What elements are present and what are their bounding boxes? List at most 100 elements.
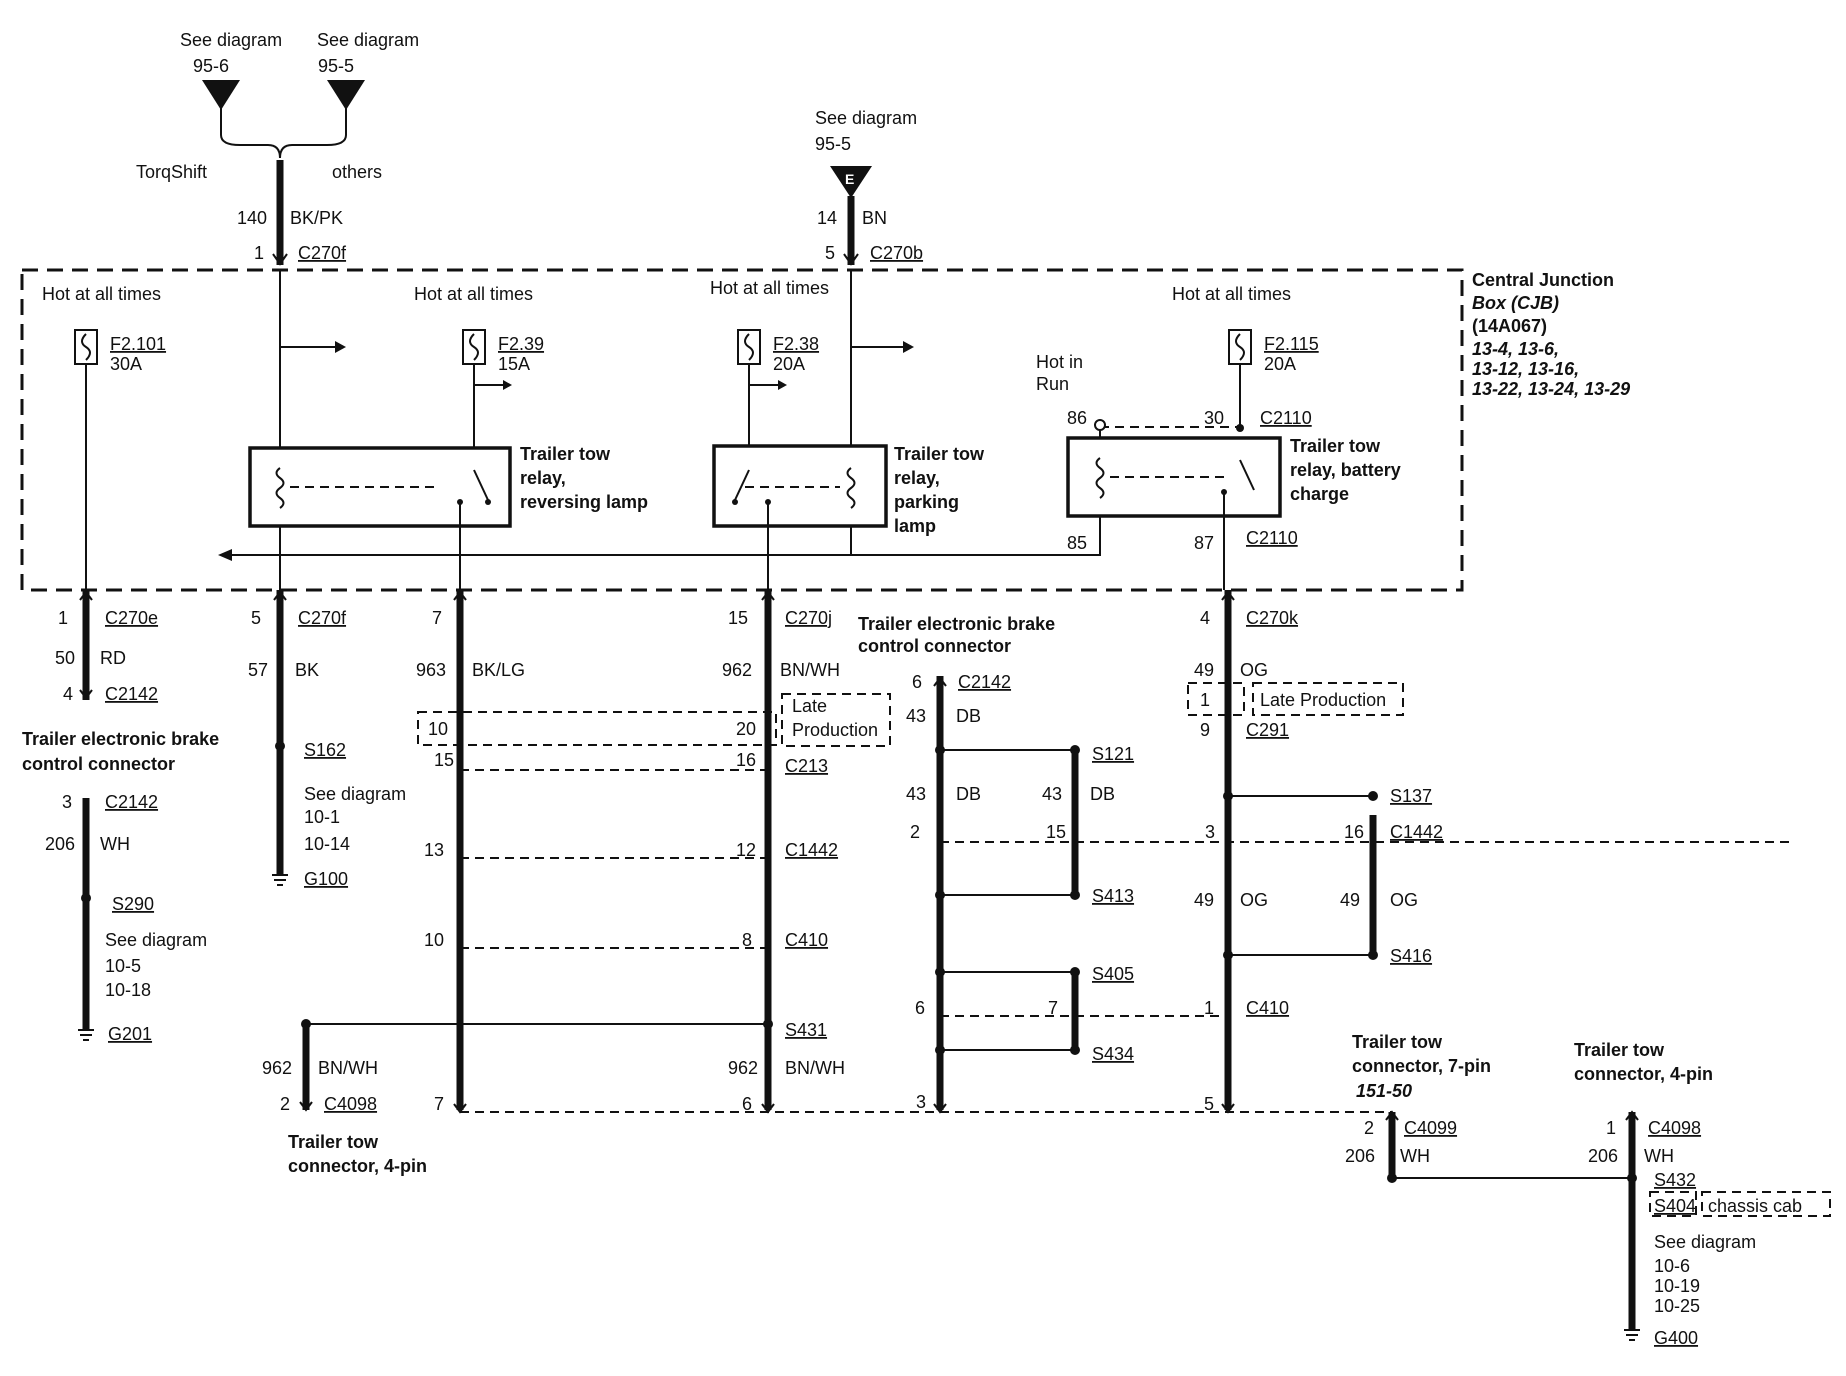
late-production-box — [417, 711, 777, 746]
hot-label: Hot at all times — [414, 284, 533, 304]
wire-gauge: 140 — [237, 208, 267, 228]
connector-id: C270f — [298, 608, 347, 628]
svg-text:WH: WH — [100, 834, 130, 854]
connector-arrow-icon — [830, 166, 872, 198]
hot-label: Hot at all times — [42, 284, 161, 304]
svg-text:20: 20 — [736, 719, 756, 739]
torqshift-label: TorqShift — [136, 162, 207, 182]
svg-text:15: 15 — [1046, 822, 1066, 842]
svg-text:12: 12 — [736, 840, 756, 860]
connector-id: C213 — [785, 756, 828, 776]
svg-text:30A: 30A — [110, 354, 142, 374]
svg-text:963: 963 — [416, 660, 446, 680]
svg-text:10-14: 10-14 — [304, 834, 350, 854]
ground-id: G400 — [1654, 1328, 1698, 1348]
svg-text:7: 7 — [434, 1094, 444, 1114]
svg-text:87: 87 — [1194, 533, 1214, 553]
splice-id: S404 — [1654, 1196, 1696, 1216]
svg-text:13-12, 13-16,: 13-12, 13-16, — [1472, 359, 1579, 379]
svg-text:DB: DB — [956, 706, 981, 726]
svg-text:1: 1 — [58, 608, 68, 628]
svg-text:7: 7 — [432, 608, 442, 628]
svg-text:Box (CJB): Box (CJB) — [1472, 293, 1559, 313]
svg-text:15: 15 — [728, 608, 748, 628]
svg-text:1: 1 — [1200, 690, 1210, 710]
svg-text:8: 8 — [742, 930, 752, 950]
svg-text:F2.115: F2.115 — [1264, 334, 1319, 354]
svg-text:Trailer tow: Trailer tow — [520, 444, 611, 464]
svg-text:F2.38: F2.38 — [773, 334, 819, 354]
connector-id: C270k — [1246, 608, 1299, 628]
relay-switch-icon — [734, 469, 750, 501]
others-label: others — [332, 162, 382, 182]
svg-text:Late Production: Late Production — [1260, 690, 1386, 710]
ground-id: G100 — [304, 869, 348, 889]
svg-text:Trailer tow: Trailer tow — [1352, 1032, 1443, 1052]
wire-color: BK/PK — [290, 208, 343, 228]
connector-id: C270b — [870, 243, 923, 263]
svg-text:85: 85 — [1067, 533, 1087, 553]
wire-gauge: 14 — [817, 208, 837, 228]
connector-id: C270j — [785, 608, 832, 628]
see-diagram-label: See diagram — [815, 108, 917, 128]
hot-in-run-label: Run — [1036, 374, 1069, 394]
diagram-ref: 95-5 — [318, 56, 354, 76]
svg-text:3: 3 — [62, 792, 72, 812]
connector-id: C2110 — [1260, 408, 1312, 428]
connector-id: C410 — [1246, 998, 1289, 1018]
splice-id: S431 — [785, 1020, 827, 1040]
svg-text:16: 16 — [1344, 822, 1364, 842]
svg-text:15A: 15A — [498, 354, 530, 374]
svg-text:10-5: 10-5 — [105, 956, 141, 976]
relay-parking-lamp: Trailer tow relay, parking lamp — [712, 444, 985, 536]
svg-text:BN/WH: BN/WH — [785, 1058, 845, 1078]
svg-text:30: 30 — [1204, 408, 1224, 428]
svg-text:962: 962 — [722, 660, 752, 680]
splice-id: S162 — [304, 740, 346, 760]
svg-text:charge: charge — [1290, 484, 1349, 504]
svg-text:15: 15 — [434, 750, 454, 770]
fuse-icon — [744, 333, 754, 361]
late-production-note — [1252, 682, 1404, 716]
svg-text:4: 4 — [1200, 608, 1210, 628]
top-mid-reference: See diagram 95-5 E — [815, 108, 917, 198]
svg-text:See diagram: See diagram — [105, 930, 207, 950]
relay-reversing-lamp: Trailer tow relay, reversing lamp — [248, 444, 648, 528]
svg-text:DB: DB — [956, 784, 981, 804]
connector-letter: E — [845, 171, 854, 187]
splice-id: S137 — [1390, 786, 1432, 806]
svg-text:relay,: relay, — [894, 468, 940, 488]
svg-text:10-1: 10-1 — [304, 807, 340, 827]
svg-text:1: 1 — [1204, 998, 1214, 1018]
hot-in-run-label: Hot in — [1036, 352, 1083, 372]
svg-text:DB: DB — [1090, 784, 1115, 804]
svg-text:3: 3 — [1205, 822, 1215, 842]
svg-text:5: 5 — [251, 608, 261, 628]
connector-id: C2142 — [958, 672, 1011, 692]
svg-text:151-50: 151-50 — [1356, 1081, 1412, 1101]
svg-text:(14A067): (14A067) — [1472, 316, 1547, 336]
svg-text:relay, battery: relay, battery — [1290, 460, 1401, 480]
svg-text:962: 962 — [262, 1058, 292, 1078]
arrow-right-icon — [903, 341, 914, 353]
svg-text:BN/WH: BN/WH — [318, 1058, 378, 1078]
svg-text:49: 49 — [1194, 890, 1214, 910]
svg-text:50: 50 — [55, 648, 75, 668]
svg-text:5: 5 — [1204, 1094, 1214, 1114]
splice-id: S416 — [1390, 946, 1432, 966]
svg-text:206: 206 — [1345, 1146, 1375, 1166]
svg-text:43: 43 — [906, 784, 926, 804]
svg-text:BK: BK — [295, 660, 319, 680]
svg-text:reversing lamp: reversing lamp — [520, 492, 648, 512]
diagram-ref: 95-5 — [815, 134, 851, 154]
connector-id: C291 — [1246, 720, 1289, 740]
relay-battery-charge: Trailer tow relay, battery charge — [1066, 436, 1401, 518]
connector-id: C270e — [105, 608, 158, 628]
splice-id: S432 — [1654, 1170, 1696, 1190]
see-diagram-label: See diagram — [317, 30, 419, 50]
see-diagram-label: See diagram — [180, 30, 282, 50]
svg-text:6: 6 — [915, 998, 925, 1018]
wire-color: BN — [862, 208, 887, 228]
svg-text:connector, 7-pin: connector, 7-pin — [1352, 1056, 1491, 1076]
